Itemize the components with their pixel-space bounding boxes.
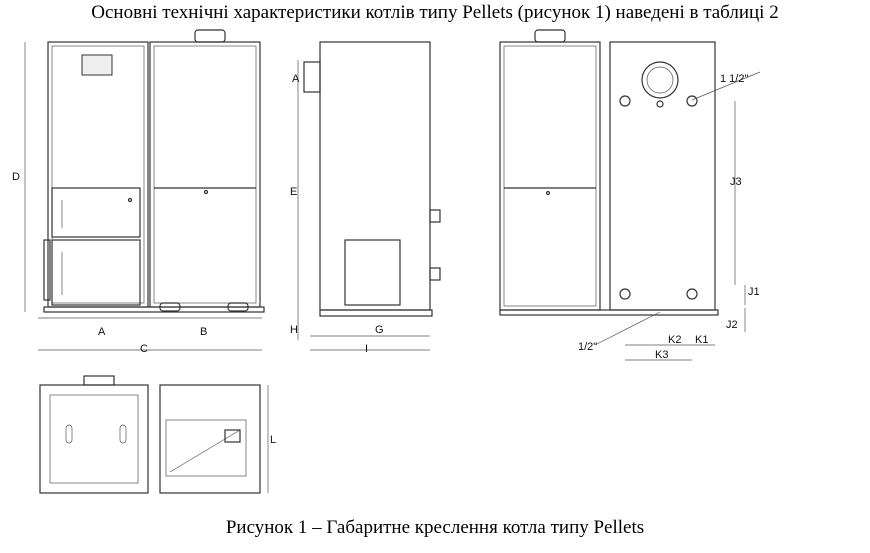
dim-label-L: L <box>270 434 276 446</box>
dim-label-J2: J2 <box>726 319 738 331</box>
front-view: D A B C <box>12 29 265 355</box>
flue-outlet <box>641 61 679 99</box>
top-view: L <box>39 375 276 494</box>
dim-label-H: H <box>290 324 298 336</box>
thread-label-bottom: 1/2" <box>578 341 597 353</box>
dim-label-A2: A <box>292 73 300 85</box>
dim-label-B: B <box>200 326 207 338</box>
dim-label-K2: K2 <box>668 334 681 346</box>
dim-label-E: E <box>290 186 297 198</box>
side-view: A E H G I <box>290 41 441 355</box>
figure-caption: Рисунок 1 – Габаритне креслення котла ти… <box>225 517 645 538</box>
dim-label-C: C <box>140 343 148 355</box>
dim-label-I: I <box>365 343 368 355</box>
thread-label-top: 1 1/2" <box>720 73 748 85</box>
dim-label-A: A <box>98 326 106 338</box>
dim-label-D: D <box>12 171 20 183</box>
control-display <box>81 54 113 76</box>
dim-label-G: G <box>375 324 384 336</box>
document-heading: Основні технічні характеристики котлів т… <box>91 2 779 23</box>
dim-label-K1: K1 <box>695 334 708 346</box>
dim-label-J3: J3 <box>730 176 742 188</box>
dim-label-K3: K3 <box>655 349 668 361</box>
dim-label-J1: J1 <box>748 286 760 298</box>
rear-view: 1 1/2" J3 J1 J2 K2 K1 K3 1/2" <box>499 29 761 361</box>
